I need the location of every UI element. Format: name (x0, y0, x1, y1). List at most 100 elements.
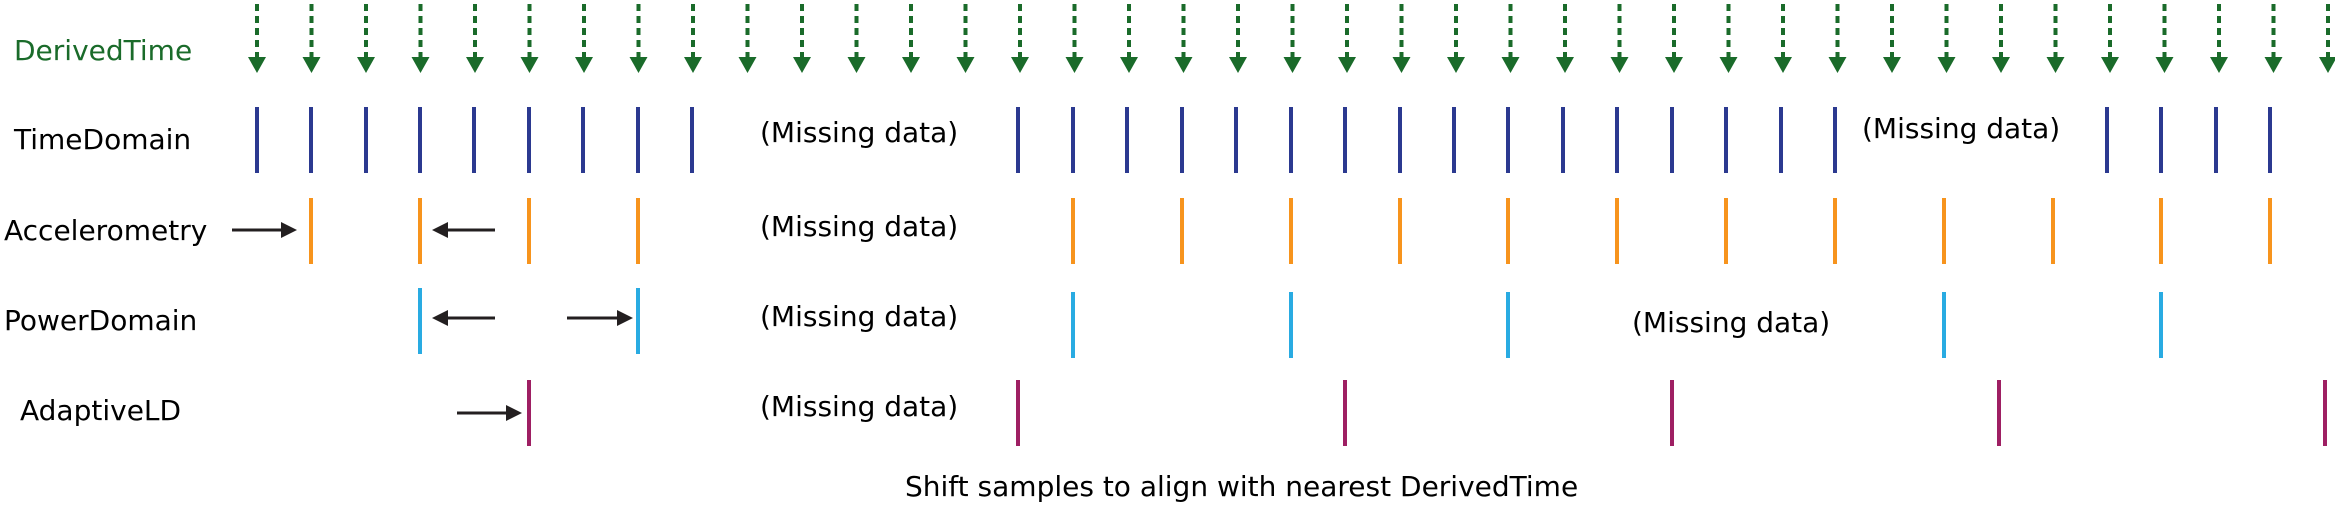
derived-time-arrow (738, 4, 757, 73)
derived-time-arrow-head (411, 57, 430, 73)
derived-time-arrow-head (1556, 57, 1574, 73)
derived-time-arrow-head (520, 57, 539, 73)
derived-time-arrow-head (1774, 57, 1792, 73)
derived-time-arrow (1120, 4, 1138, 73)
derived-time-arrow (1992, 4, 2010, 73)
derived-time-arrow (684, 4, 702, 73)
derived-time-arrow (1556, 4, 1574, 73)
derived-time-arrow-head (1828, 57, 1847, 73)
derived-time-arrow (2210, 4, 2228, 73)
derived-time-arrow (302, 4, 321, 73)
derived-time-arrow (1610, 4, 1629, 73)
shift-arrow-icon (432, 222, 495, 238)
derived-time-arrow (1011, 4, 1029, 73)
shift-arrow-icon (567, 310, 633, 326)
derived-time-arrow-head (357, 57, 375, 73)
derived-time-arrow-head (2101, 57, 2119, 73)
derived-time-arrow-head (1338, 57, 1356, 73)
derived-time-arrow (1774, 4, 1792, 73)
shift-arrow-head (506, 405, 522, 421)
derived-time-arrow (1174, 4, 1193, 73)
derived-time-arrow-head (2264, 57, 2283, 73)
shift-arrow-head (281, 222, 297, 238)
derived-time-arrow-head (1283, 57, 1302, 73)
derived-time-arrow-head (793, 57, 811, 73)
derived-time-arrow-head (248, 57, 266, 73)
derived-time-arrow (902, 4, 920, 73)
derived-time-arrow-head (1120, 57, 1138, 73)
derived-time-arrow (1065, 4, 1084, 73)
derived-time-arrow-head (1447, 57, 1465, 73)
row-label-powerdomain: PowerDomain (4, 304, 197, 337)
derived-time-arrow-head (1011, 57, 1029, 73)
derived-time-arrow-head (847, 57, 866, 73)
derived-time-arrow (248, 4, 266, 73)
shift-arrow-head (432, 222, 448, 238)
shift-arrows (232, 222, 633, 421)
derived-time-arrow (2155, 4, 2174, 73)
missing-data-label: (Missing data) (1862, 112, 2060, 145)
derived-time-arrow (1501, 4, 1520, 73)
derived-time-arrow (2319, 4, 2335, 73)
derived-time-arrow (1447, 4, 1465, 73)
derived-time-arrow-head (466, 57, 484, 73)
derived-time-arrow (1229, 4, 1247, 73)
derived-time-arrow (2101, 4, 2119, 73)
row-label-accelerometry: Accelerometry (4, 214, 207, 247)
derived-time-arrow (357, 4, 375, 73)
derived-time-arrow (1719, 4, 1738, 73)
derived-time-arrow-head (1665, 57, 1683, 73)
derived-time-arrow-head (956, 57, 975, 73)
derived-time-arrow (1283, 4, 1302, 73)
derived-time-arrow-head (2155, 57, 2174, 73)
derived-time-arrow-head (2210, 57, 2228, 73)
derived-time-arrow-head (629, 57, 648, 73)
derived-time-arrow (466, 4, 484, 73)
derived-time-arrow (411, 4, 430, 73)
derived-time-arrow-head (302, 57, 321, 73)
derived-time-arrow-head (684, 57, 702, 73)
row-label-timedomain: TimeDomain (13, 123, 191, 156)
derived-time-arrow (1392, 4, 1411, 73)
derived-time-arrow (956, 4, 975, 73)
derived-time-arrow-head (1392, 57, 1411, 73)
missing-data-label: (Missing data) (760, 116, 958, 149)
derived-time-arrow-head (1992, 57, 2010, 73)
derived-time-arrow (1338, 4, 1356, 73)
shift-arrow-icon (432, 310, 495, 326)
shift-arrow-head (617, 310, 633, 326)
derived-time-arrow (1937, 4, 1956, 73)
missing-data-label: (Missing data) (760, 390, 958, 423)
derived-time-arrow-head (1174, 57, 1193, 73)
derived-time-arrow-head (1065, 57, 1084, 73)
derived-time-arrow (2264, 4, 2283, 73)
derived-time-arrow (793, 4, 811, 73)
caption: Shift samples to align with nearest Deri… (905, 470, 1578, 503)
derived-time-arrow (1828, 4, 1847, 73)
row-label-derivedtime: DerivedTime (14, 34, 192, 67)
derived-time-arrow-head (738, 57, 757, 73)
derived-time-arrow-head (1719, 57, 1738, 73)
derived-time-arrow (1883, 4, 1901, 73)
derived-time-arrow-head (902, 57, 920, 73)
row-label-adaptiveld: AdaptiveLD (20, 394, 181, 427)
derived-time-arrow-head (1229, 57, 1247, 73)
derived-time-arrow-head (1501, 57, 1520, 73)
shift-arrow-icon (232, 222, 297, 238)
derived-time-arrow (520, 4, 539, 73)
missing-data-label: (Missing data) (1632, 306, 1830, 339)
derived-time-arrow-head (2046, 57, 2065, 73)
derived-time-arrow (1665, 4, 1683, 73)
sample-ticks (255, 107, 2327, 446)
derived-time-arrow (847, 4, 866, 73)
derived-time-arrow-head (2319, 57, 2335, 73)
derived-time-arrows (248, 4, 2335, 73)
derived-time-arrow-head (1610, 57, 1629, 73)
derived-time-arrow (2046, 4, 2065, 73)
derived-time-arrow (575, 4, 593, 73)
derived-time-arrow-head (575, 57, 593, 73)
derived-time-arrow (629, 4, 648, 73)
derived-time-arrow-head (1883, 57, 1901, 73)
shift-arrow-icon (457, 405, 522, 421)
